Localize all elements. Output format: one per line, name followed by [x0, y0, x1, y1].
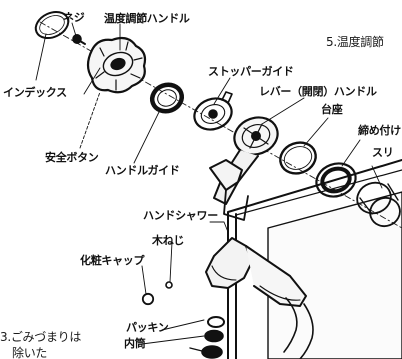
leader-lines: [35, 22, 383, 345]
wall-plate-outline: [227, 159, 402, 359]
stopper-guide-part: [193, 91, 233, 131]
label-fastening: 締め付け: [358, 124, 401, 137]
faucet-body-part: [209, 159, 249, 221]
temperature-handle-part: [86, 36, 147, 94]
label-temperature-handle: 温度調節ハンドル: [104, 12, 190, 25]
label-hand-shower: ハンドシャワー: [143, 209, 218, 222]
label-inner-cylinder: 内筒: [124, 337, 146, 350]
label-stopper-guide: ストッパーガイド: [208, 65, 294, 78]
label-safety-button: 安全ボタン: [45, 151, 99, 164]
handle-guide-ring: [149, 82, 185, 114]
label-step-3-continued: 除いた: [12, 346, 48, 359]
label-base: 台座: [321, 103, 343, 116]
base-ring-part: [279, 141, 317, 175]
sleeve-part: [356, 181, 401, 228]
label-lever-handle: レバー（開閉）ハンドル: [259, 85, 377, 98]
screw-part: [72, 33, 86, 45]
hand-shower-part: [205, 237, 314, 359]
label-packing: パッキン: [126, 321, 169, 334]
label-step-5: 5.温度調節: [326, 35, 384, 49]
label-screw: ネジ: [63, 11, 85, 24]
fastening-ring-part: [315, 162, 357, 198]
small-fittings: [141, 281, 225, 359]
label-step-3: 3.ごみづまりは: [0, 330, 82, 344]
label-index: インデックス: [3, 86, 67, 99]
label-sleeve: スリ: [372, 146, 394, 159]
index-cap-part: [34, 10, 70, 40]
label-handle-guide: ハンドルガイド: [105, 164, 180, 177]
label-cosmetic-cap: 化粧キャップ: [80, 254, 145, 267]
label-wood-screw: 木ねじ: [152, 234, 185, 247]
